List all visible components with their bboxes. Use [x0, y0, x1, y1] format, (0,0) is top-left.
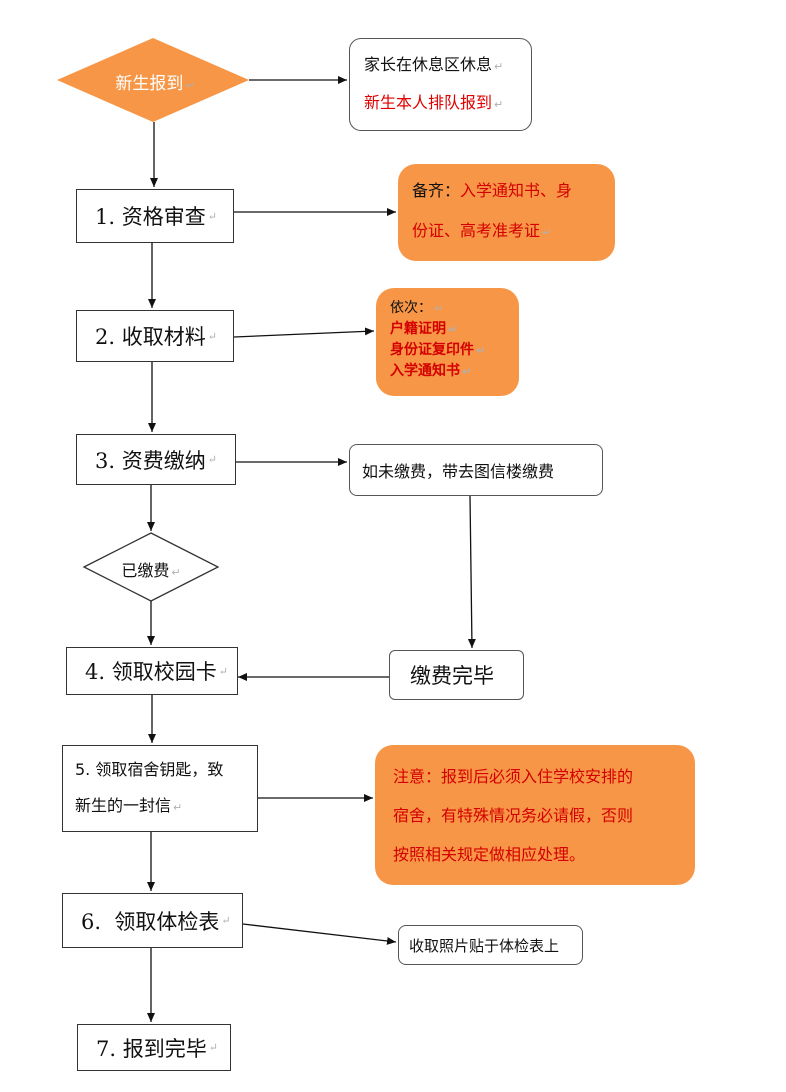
paragraph-mark: ↵ [221, 914, 231, 927]
paragraph-mark: ↵ [208, 1041, 218, 1054]
note-3-dorm-warning: 注意：报到后必须入住学校安排的 宿舍，有特殊情况务必请假，否则 按照相关规定做相… [375, 745, 695, 885]
arrow-unpaid-to-paymentdone [467, 495, 476, 649]
paragraph-mark: ↵ [494, 59, 504, 73]
paragraph-mark: ↵ [185, 79, 195, 92]
note-1-documents: 备齐：入学通知书、身 份证、高考准考证↵ [398, 164, 615, 261]
step-1-label: 1. 资格审查 [95, 205, 206, 229]
step-6-label: 6. 领取体检表 [81, 909, 220, 934]
photo-note-label: 收取照片贴于体检表上 [409, 936, 560, 955]
paragraph-mark: ↵ [448, 323, 458, 336]
note-2-item1: 户籍证明 [390, 321, 446, 337]
paragraph-mark: ↵ [542, 226, 552, 239]
note-1-prefix: 备齐： [412, 181, 461, 200]
note-3-line3: 按照相关规定做相应处理。 [393, 845, 586, 864]
step-7-box: 7. 报到完毕↵ [77, 1024, 231, 1071]
step-3-label: 3. 资费缴纳 [95, 448, 206, 473]
paragraph-mark: ↵ [173, 800, 183, 814]
parent-note-box: 家长在休息区休息↵ 新生本人排队报到↵ [349, 38, 532, 131]
paragraph-mark: ↵ [171, 566, 181, 579]
step-4-box: 4. 领取校园卡↵ [66, 647, 238, 695]
step-2-box: 2. 收取材料↵ [76, 310, 234, 362]
step-1-box: 1. 资格审查↵ [76, 189, 234, 243]
paragraph-mark: ↵ [207, 209, 217, 223]
step-3-box: 3. 资费缴纳↵ [76, 434, 236, 485]
note-3-line2: 宿舍，有特殊情况务必请假，否则 [393, 806, 634, 825]
parent-note-line2: 新生本人排队报到 [364, 92, 493, 112]
note-2-title: 依次： [390, 300, 432, 316]
arrow-step2-to-note2 [233, 327, 375, 338]
start-diamond: 新生报到↵ [100, 69, 210, 94]
paragraph-mark: ↵ [207, 329, 217, 343]
note-2-materials: 依次：↵ 户籍证明↵ 身份证复印件↵ 入学通知书↵ [376, 288, 519, 396]
note-1-line1: 入学通知书、身 [460, 181, 573, 200]
note-1-line2: 份证、高考准考证 [412, 221, 541, 240]
start-diamond-shape [57, 38, 249, 122]
step-2-label: 2. 收取材料 [95, 325, 206, 349]
note-2-item3: 入学通知书 [390, 363, 460, 379]
paragraph-mark: ↵ [434, 302, 444, 315]
step-5-box: 5. 领取宿舍钥匙，致 新生的一封信↵ [62, 745, 258, 832]
arrow-step6-to-photo-note [242, 923, 397, 945]
step-7-label: 7. 报到完毕 [96, 1036, 207, 1061]
payment-done-label: 缴费完毕 [410, 664, 494, 688]
step-4-label: 4. 领取校园卡 [85, 660, 217, 684]
photo-note-box: 收取照片贴于体检表上 [398, 925, 583, 965]
step-5-label-line2: 新生的一封信 [75, 795, 172, 815]
start-label: 新生报到 [115, 74, 184, 94]
parent-note-line1: 家长在休息区休息 [364, 54, 493, 74]
payment-done-box: 缴费完毕 [389, 650, 524, 700]
paragraph-mark: ↵ [462, 365, 472, 378]
unpaid-label: 如未缴费，带去图信楼缴费 [362, 462, 555, 481]
paragraph-mark: ↵ [218, 664, 228, 678]
paid-decision: 已缴费↵ [100, 557, 202, 581]
paragraph-mark: ↵ [476, 344, 486, 357]
paragraph-mark: ↵ [494, 97, 504, 111]
paid-label: 已缴费 [121, 561, 170, 580]
paid-diamond-shape [82, 532, 220, 602]
note-3-line1: 注意：报到后必须入住学校安排的 [393, 767, 634, 786]
step-6-box: 6. 领取体检表↵ [62, 893, 243, 948]
paragraph-mark: ↵ [207, 453, 217, 466]
note-2-item2: 身份证复印件 [390, 342, 474, 358]
step-5-label-line1: 5. 领取宿舍钥匙，致 [75, 759, 224, 779]
unpaid-note-box: 如未缴费，带去图信楼缴费 [349, 444, 603, 496]
